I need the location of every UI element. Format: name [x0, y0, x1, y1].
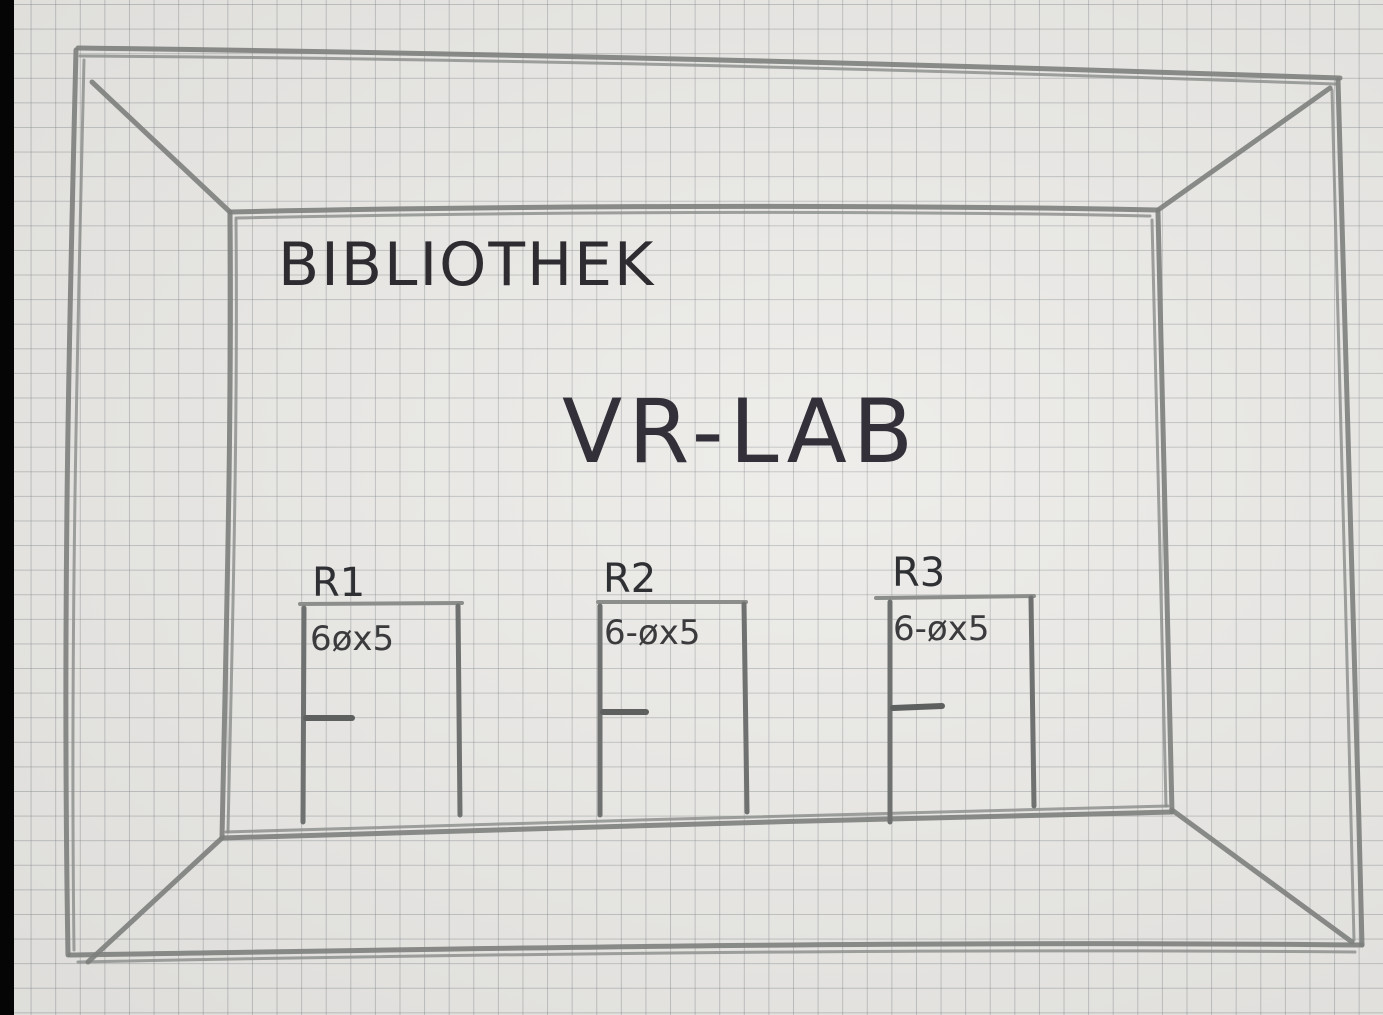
room-r3-label: R3 [892, 550, 945, 596]
room-r1-door [298, 601, 464, 825]
room-r2-capacity: 6-øx5 [604, 613, 700, 653]
room-r3-door [874, 594, 1037, 825]
lab-title: VR-LAB [562, 380, 919, 483]
room-r2-label: R2 [603, 556, 656, 602]
room-r3-capacity: 6-øx5 [893, 609, 989, 649]
room-r1-label: R1 [312, 560, 365, 606]
inner-room [219, 203, 1175, 841]
room-r2-door [596, 600, 750, 818]
perspective-lines [85, 79, 1355, 965]
library-label: BIBLIOTHEK [278, 230, 655, 300]
photo-edge [0, 0, 14, 1015]
room-r1-capacity: 6øx5 [310, 619, 394, 659]
outer-frame [63, 45, 1365, 964]
